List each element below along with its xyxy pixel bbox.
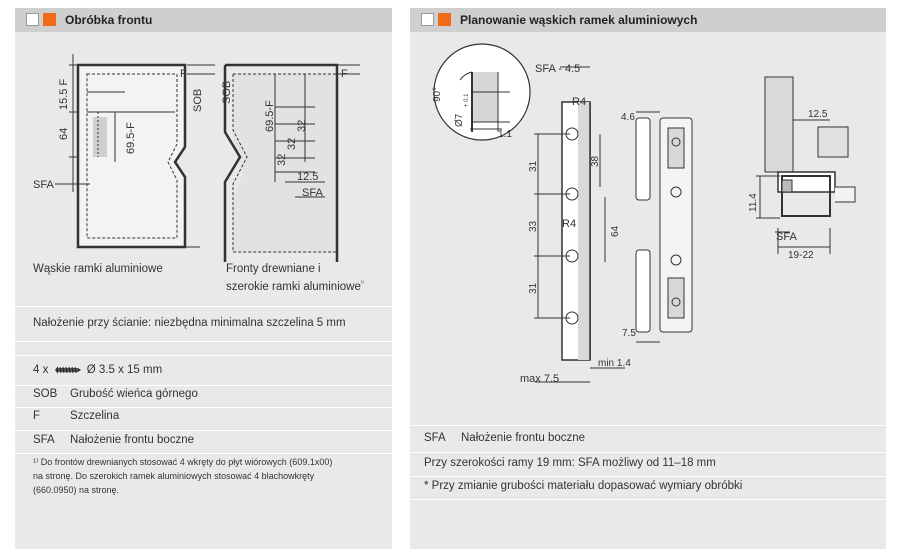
narrow-frame-drawing <box>55 54 215 249</box>
f-top-right: F <box>341 68 348 80</box>
sob-left: SOB <box>192 89 204 112</box>
left-panel: Obróbka frontu 15.5 F 64 69.5-F SOB F SF… <box>15 8 392 549</box>
footnote-line: ¹⁾ Do frontów drewnianych stosować 4 wkr… <box>33 457 333 467</box>
legend-text: Grubość wieńca górnego <box>70 388 198 400</box>
separator <box>15 430 392 431</box>
orange-square-icon <box>438 13 451 26</box>
white-square-icon <box>421 13 434 26</box>
separator <box>15 355 392 356</box>
orange-square-icon <box>43 13 56 26</box>
mount-note: Nałożenie przy ścianie: niezbędna minima… <box>33 317 346 329</box>
separator <box>15 385 392 386</box>
dim-15-5-f: 15.5 F <box>58 79 70 110</box>
sfa-minus-4-5: SFA - 4.5 <box>535 63 580 75</box>
f-top-left: F <box>180 68 187 80</box>
frame-profile <box>534 66 625 383</box>
legend-text: Szczelina <box>70 410 120 422</box>
legend-text: Nałożenie frontu boczne <box>461 432 586 444</box>
legend-text: Nałożenie frontu boczne <box>70 434 195 446</box>
dim-1-1: 1.1 <box>498 129 512 140</box>
min-1-4: min 1.4 <box>598 358 631 369</box>
r4-mid: R4 <box>562 218 576 230</box>
right-panel: Planowanie wąskich ramek aluminiowych 90… <box>410 8 886 549</box>
separator <box>410 499 886 500</box>
dim-11-4: 11.4 <box>748 193 759 212</box>
hole-detail <box>433 43 531 141</box>
footnote-marker: ¹⁾ <box>360 281 365 287</box>
sfa-section: SFA <box>776 231 797 243</box>
screw-row: 4 x Ø 3.5 x 15 mm <box>33 364 162 376</box>
separator <box>15 306 392 307</box>
dim-32-c: 32 <box>296 120 308 132</box>
width-note: Przy szerokości ramy 19 mm: SFA możliwy … <box>424 457 716 469</box>
separator <box>15 407 392 408</box>
legend-row-f: F Szczelina <box>33 410 119 422</box>
footnote-line: (660.0950) na stronę. <box>33 485 120 495</box>
separator <box>410 425 886 426</box>
dim-32-b: 32 <box>286 138 298 150</box>
legend-abbr: SOB <box>33 388 58 400</box>
angle-90: 90° <box>432 87 443 102</box>
dim-4-6: 4.6 <box>621 112 635 123</box>
dim-64: 64 <box>58 128 70 140</box>
star-note: * Przy zmianie grubości materiału dopaso… <box>424 480 743 492</box>
separator <box>15 453 392 454</box>
dim-19-22: 19-22 <box>788 250 814 261</box>
legend-abbr: F <box>33 410 41 422</box>
front-machining-diagram: 15.5 F 64 69.5-F SOB F SFA SOB F 69.5-F … <box>33 54 360 262</box>
section-detail <box>756 76 856 254</box>
footnote: ¹⁾ Do frontów drewnianych stosować 4 wkr… <box>33 455 383 497</box>
sob-right: SOB <box>221 81 233 104</box>
wood-front-drawing <box>223 63 360 262</box>
max-7-5: max 7.5 <box>520 373 559 385</box>
right-panel-title: Planowanie wąskich ramek aluminiowych <box>460 13 698 27</box>
sfa-left: SFA <box>33 179 54 191</box>
right-panel-header: Planowanie wąskich ramek aluminiowych <box>410 8 886 32</box>
dim-32-a: 32 <box>276 154 288 166</box>
dim-31-bottom: 31 <box>528 282 539 294</box>
separator <box>15 341 392 342</box>
dim-69-5-f-left: 69.5-F <box>125 122 137 154</box>
legend-row-sfa-right: SFA Nałożenie frontu boczne <box>424 432 585 444</box>
legend-abbr: SFA <box>424 432 446 444</box>
hinge-plate <box>635 111 693 343</box>
caption-narrow-frames: Wąskie ramki aluminiowe <box>33 263 163 275</box>
screw-spec: Ø 3.5 x 15 mm <box>86 364 163 376</box>
dim-12-5-left: 12.5 <box>297 171 318 183</box>
legend-abbr: SFA <box>33 434 55 446</box>
caption-wood-fronts-line2: szerokie ramki aluminiowe¹⁾ <box>226 280 365 293</box>
separator <box>410 476 886 477</box>
separator <box>410 452 886 453</box>
hole-tolerance: + 0.1 <box>464 93 470 107</box>
dim-7-5: 7.5 <box>622 328 636 339</box>
legend-row-sfa: SFA Nałożenie frontu boczne <box>33 434 194 446</box>
caption-wood-fronts-line1: Fronty drewniane i <box>226 263 321 275</box>
screw-count: 4 x <box>33 364 49 376</box>
left-panel-header: Obróbka frontu <box>15 8 392 32</box>
screw-icon <box>54 365 81 374</box>
dim-38: 38 <box>590 155 601 167</box>
dim-33: 33 <box>528 220 539 232</box>
hole-diameter: Ø7 <box>454 113 465 127</box>
footnote-line: na stronę. Do szerokich ramek aluminiowy… <box>33 471 315 481</box>
left-panel-title: Obróbka frontu <box>65 13 153 27</box>
sfa-right: SFA <box>302 187 323 199</box>
legend-row-sob: SOB Grubość wieńca górnego <box>33 388 198 400</box>
dim-12-5-right: 12.5 <box>808 109 828 120</box>
dim-64-right: 64 <box>610 225 621 237</box>
aluminium-frame-diagram: 90° Ø7 + 0.1 1.1 SFA - 4.5 R4 38 31 <box>432 43 856 385</box>
dim-31-top: 31 <box>528 160 539 172</box>
white-square-icon <box>26 13 39 26</box>
r4-top: R4 <box>572 96 586 108</box>
dim-69-5-f-right: 69.5-F <box>264 100 276 132</box>
